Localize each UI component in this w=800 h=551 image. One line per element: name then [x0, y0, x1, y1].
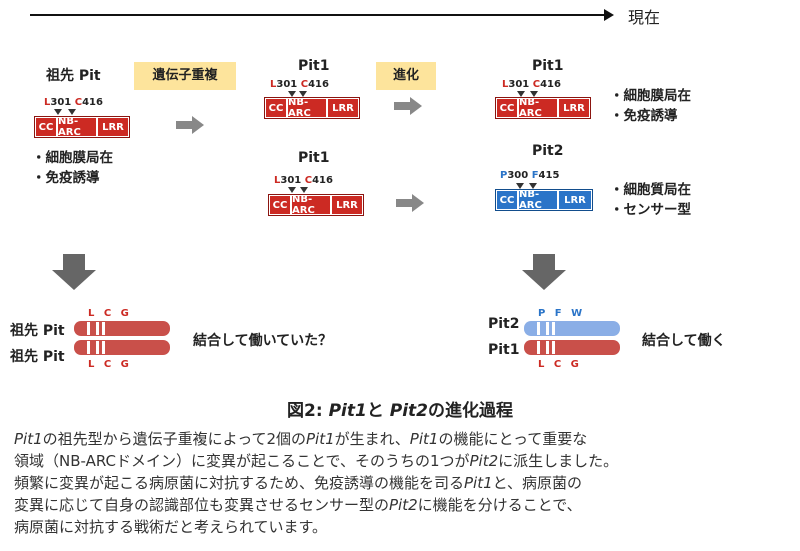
ancestor-features: ・細胞膜局在 ・免疫誘導 — [32, 150, 113, 186]
pit1-lower-protein-bar: CC NB-ARC LRR — [268, 194, 364, 216]
site-marker-icon — [300, 187, 308, 193]
pit2-modern-features: ・細胞質局在 ・センサー型 — [610, 182, 691, 218]
pit1-lower-positions: L301 C416 — [274, 175, 333, 186]
site-marker-icon — [530, 91, 538, 97]
paragraph-line: 変異に応じて自身の認識部位も変異させるセンサー型のPit2に機能を分けることで、 — [14, 496, 582, 514]
figure-caption: 図2: Pit1と Pit2の進化過程 — [287, 401, 513, 421]
pit1-pit2-dimer-shape — [524, 321, 620, 355]
bottom-left-letters-top: L C G — [88, 308, 132, 319]
arrow-right-icon — [176, 116, 204, 134]
pit1-modern-positions: L301 C416 — [502, 79, 561, 90]
site-marker-icon — [529, 183, 537, 189]
site-marker-icon — [299, 91, 307, 97]
bottom-left-label-bottom: 祖先 Pit — [10, 349, 65, 365]
site-marker-icon — [288, 91, 296, 97]
lrr-domain: LRR — [558, 98, 590, 118]
site-marker-icon — [54, 109, 62, 115]
site-marker-icon — [517, 91, 525, 97]
lrr-domain: LRR — [558, 190, 592, 210]
lrr-domain: LRR — [327, 98, 359, 118]
arrow-down-icon — [52, 254, 96, 290]
cc-domain: CC — [269, 195, 291, 215]
pit1-lower-title: Pit1 — [298, 150, 330, 166]
timeline-line — [30, 14, 610, 16]
bottom-right-label-bottom: Pit1 — [488, 342, 520, 358]
cc-domain: CC — [265, 98, 287, 118]
ancestor-protein-bar: CC NB-ARC LRR — [34, 116, 130, 138]
pit1-upper-positions: L301 C416 — [270, 79, 329, 90]
duplication-label: 遺伝子重複 — [134, 62, 236, 90]
arrow-right-icon — [396, 194, 424, 212]
cc-domain: CC — [35, 117, 57, 137]
site-marker-icon — [288, 187, 296, 193]
pit1-upper-title: Pit1 — [298, 58, 330, 74]
timeline-arrowhead — [604, 9, 614, 21]
arrow-down-icon — [522, 254, 566, 290]
pit2-modern-title: Pit2 — [532, 143, 564, 159]
nbarc-domain: NB-ARC — [291, 194, 331, 216]
bottom-right-statement: 結合して働く — [642, 333, 726, 349]
pit1-modern-title: Pit1 — [532, 58, 564, 74]
ancestor-dimer-shape — [74, 321, 170, 355]
nbarc-domain: NB-ARC — [518, 97, 558, 119]
lrr-domain: LRR — [331, 195, 363, 215]
pit1-modern-protein-bar: CC NB-ARC LRR — [495, 97, 591, 119]
bottom-right-letters-top: P F W — [538, 308, 586, 319]
bottom-left-question: 結合して働いていた？ — [193, 333, 333, 349]
site-marker-icon — [68, 109, 76, 115]
paragraph-line: 頻繁に変異が起こる病原菌に対抗するため、免疫誘導の機能を司るPit1と、病原菌の — [14, 474, 583, 492]
paragraph-line: Pit1の祖先型から遺伝子重複によって2個のPit1が生まれ、Pit1の機能にと… — [14, 430, 588, 448]
bottom-right-label-top: Pit2 — [488, 316, 520, 332]
description-paragraph: Pit1の祖先型から遺伝子重複によって2個のPit1が生まれ、Pit1の機能にと… — [14, 428, 794, 538]
arrow-right-icon — [394, 97, 422, 115]
cc-domain: CC — [496, 190, 518, 210]
lrr-domain: LRR — [97, 117, 129, 137]
pit2-modern-protein-bar: CC NB-ARC LRR — [495, 189, 593, 211]
bottom-left-label-top: 祖先 Pit — [10, 323, 65, 339]
evolution-label: 進化 — [376, 62, 436, 90]
bottom-right-letters-bottom: L C G — [538, 359, 582, 370]
nbarc-domain: NB-ARC — [518, 189, 558, 211]
pit1-upper-protein-bar: CC NB-ARC LRR — [264, 97, 360, 119]
ancestor-title: 祖先 Pit — [46, 68, 101, 84]
paragraph-line: 領域（NB-ARCドメイン）に変異が起こることで、そのうちの1つがPit2に派生… — [14, 452, 619, 470]
pit2-modern-positions: P300 F415 — [500, 170, 560, 181]
ancestor-positions: L301 C416 — [44, 97, 103, 108]
nbarc-domain: NB-ARC — [287, 97, 327, 119]
site-marker-icon — [516, 183, 524, 189]
cc-domain: CC — [496, 98, 518, 118]
nbarc-domain: NB-ARC — [57, 116, 97, 138]
now-label: 現在 — [628, 8, 661, 27]
pit1-modern-features: ・細胞膜局在 ・免疫誘導 — [610, 88, 691, 124]
bottom-left-letters-bottom: L C G — [88, 359, 132, 370]
paragraph-line: 病原菌に対抗する戦術だと考えられています。 — [14, 518, 328, 536]
